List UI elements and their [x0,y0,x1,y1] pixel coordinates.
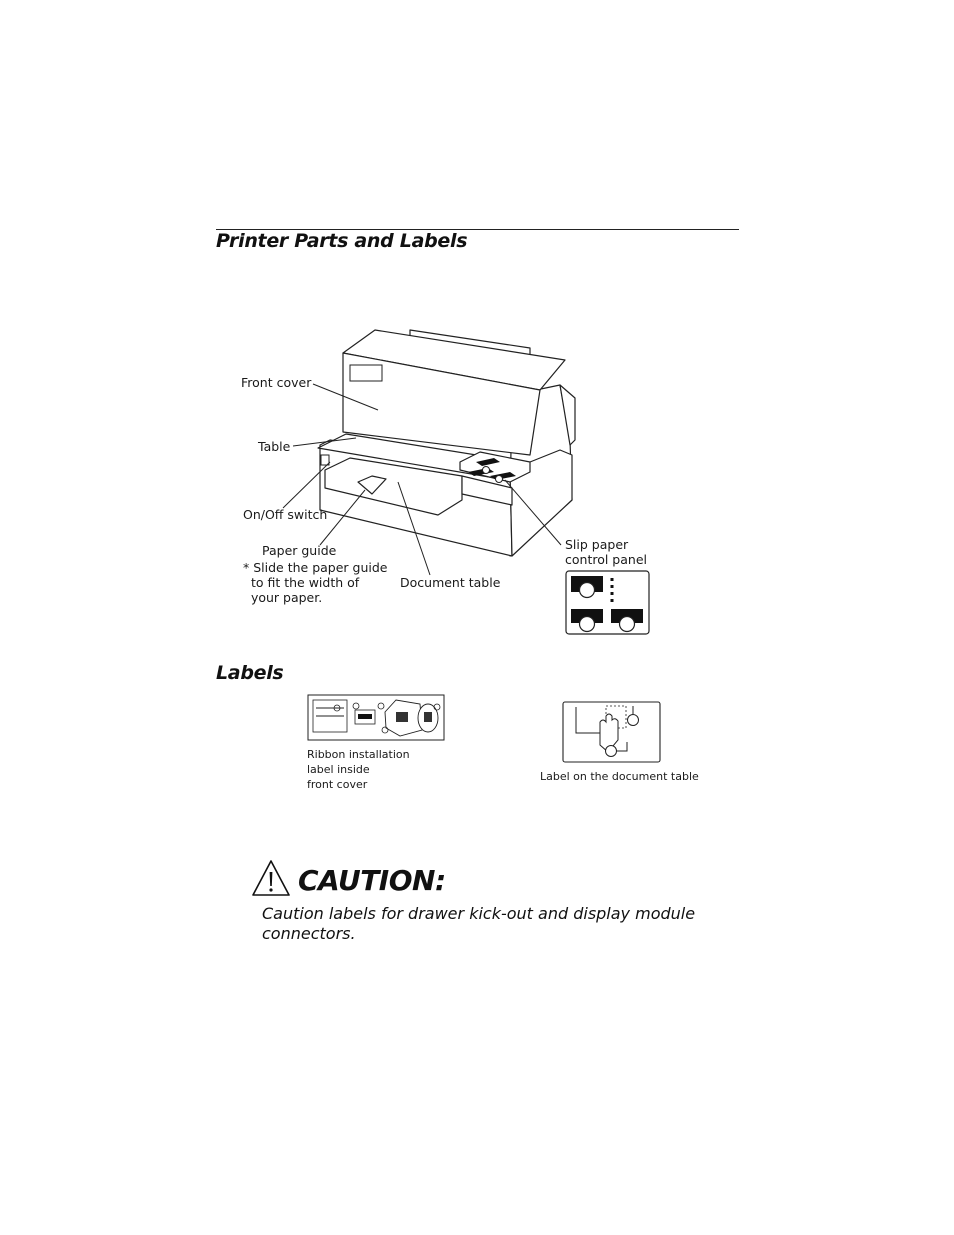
paper-guide-callout: Paper guide [262,543,337,558]
labels-heading: Labels [216,662,284,684]
ribbon-label-caption: Ribbon installation label inside front c… [307,748,410,791]
slip-paper-panel-callout: Slip paper control panel [565,537,647,567]
section-title: Printer Parts and Labels [216,230,468,252]
document-table-label-caption: Label on the document table [540,770,699,783]
table-callout: Table [258,439,291,454]
document-table-callout: Document table [400,575,501,590]
on-off-switch-callout: On/Off switch [243,507,328,522]
front-cover-callout: Front cover [241,375,312,390]
caution-title: CAUTION: [298,864,446,897]
caution-text: Caution labels for drawer kick-out and d… [262,904,696,943]
paper-guide-note: * Slide the paper guide to fit the width… [243,560,388,605]
section-rule [216,229,739,230]
